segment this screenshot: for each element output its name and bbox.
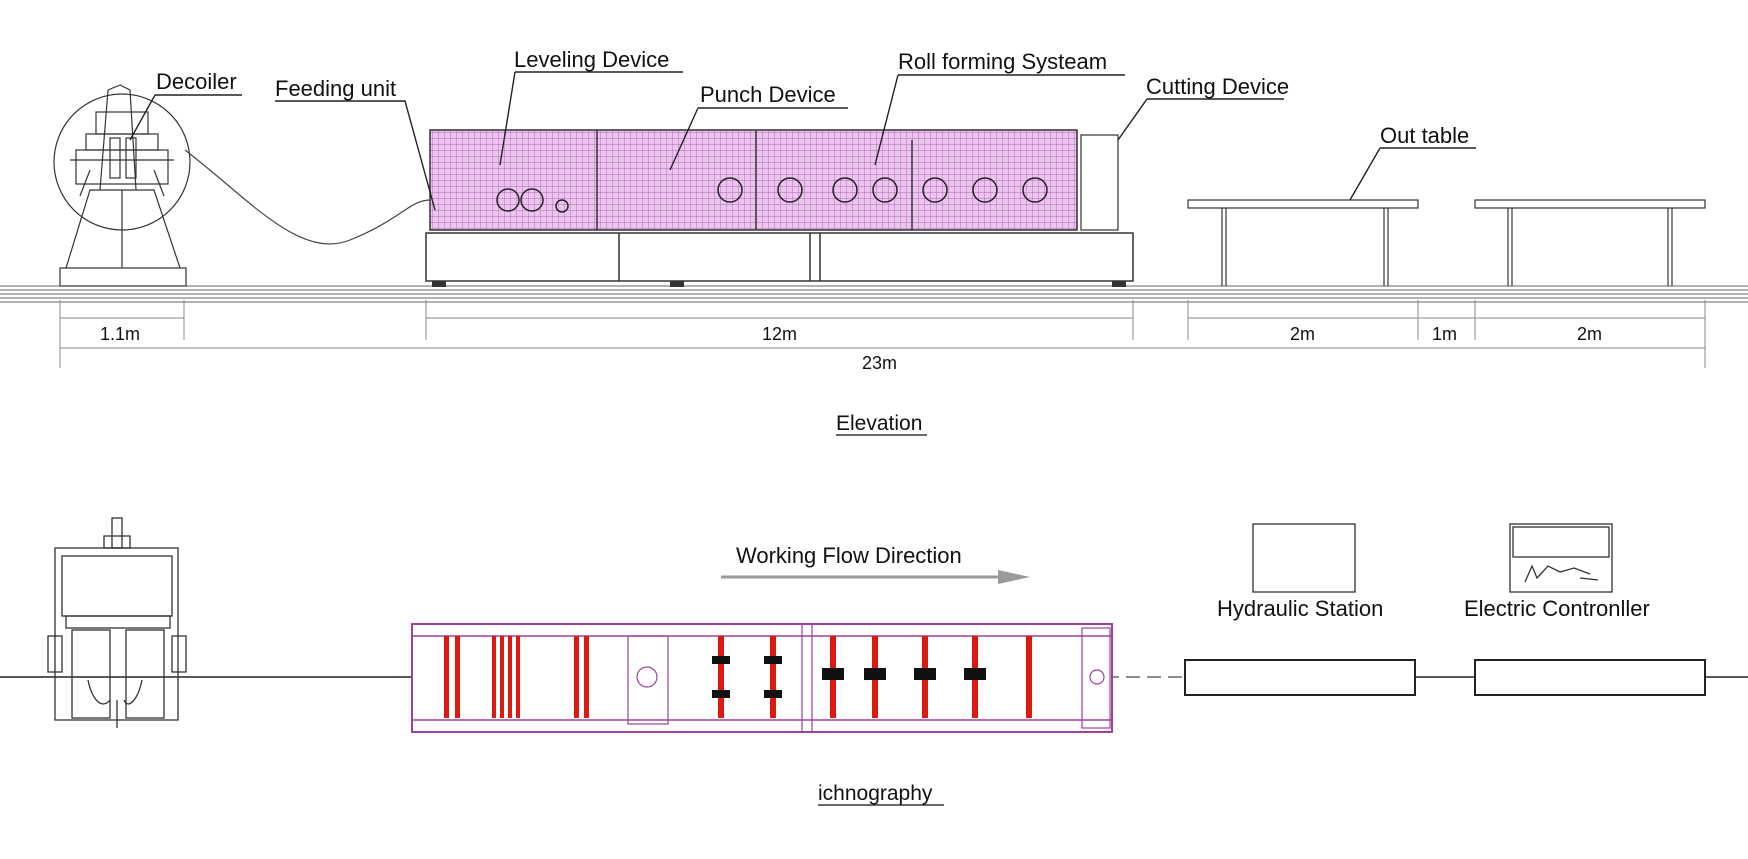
out-table-elevation: [1187, 199, 1706, 286]
decoiler-label: Decoiler: [156, 69, 237, 94]
flow-arrow-head: [998, 570, 1030, 584]
electric-controller-label: Electric Contronller: [1464, 596, 1650, 621]
dimension-lines: [59, 300, 1706, 368]
dim-machine: 12m: [762, 324, 797, 344]
dim-table-2: 2m: [1577, 324, 1602, 344]
hydraulic-station-box: [1252, 523, 1356, 593]
steel-strip: [184, 149, 431, 245]
feeding-unit-label: Feeding unit: [275, 76, 396, 101]
machine-plan: [411, 623, 1113, 733]
flow-direction-label: Working Flow Direction: [736, 543, 962, 568]
ichnography-caption: ichnography: [818, 782, 933, 805]
roll-forming-machine-elevation: [425, 129, 1134, 287]
decoiler-elevation: [53, 84, 191, 287]
dim-total: 23m: [862, 353, 897, 373]
elevation-caption: Elevation: [836, 412, 922, 435]
hydraulic-station-label: Hydraulic Station: [1217, 596, 1383, 621]
punch-device-label: Punch Device: [700, 82, 836, 107]
leveling-device-label: Leveling Device: [514, 47, 669, 72]
roll-forming-label: Roll forming Systeam: [898, 49, 1107, 74]
out-table-plan-2: [1474, 659, 1706, 696]
electric-controller-box: [1509, 523, 1613, 593]
dim-gap: 1m: [1432, 324, 1457, 344]
out-table-label: Out table: [1380, 123, 1469, 148]
callout-leaders: [129, 71, 1476, 211]
cutting-device-label: Cutting Device: [1146, 74, 1289, 99]
out-table-plan-1: [1184, 659, 1416, 696]
dim-table-1: 2m: [1290, 324, 1315, 344]
floor-lines: [0, 285, 1748, 303]
decoiler-plan: [47, 517, 187, 728]
dim-decoiler: 1.1m: [100, 324, 140, 344]
